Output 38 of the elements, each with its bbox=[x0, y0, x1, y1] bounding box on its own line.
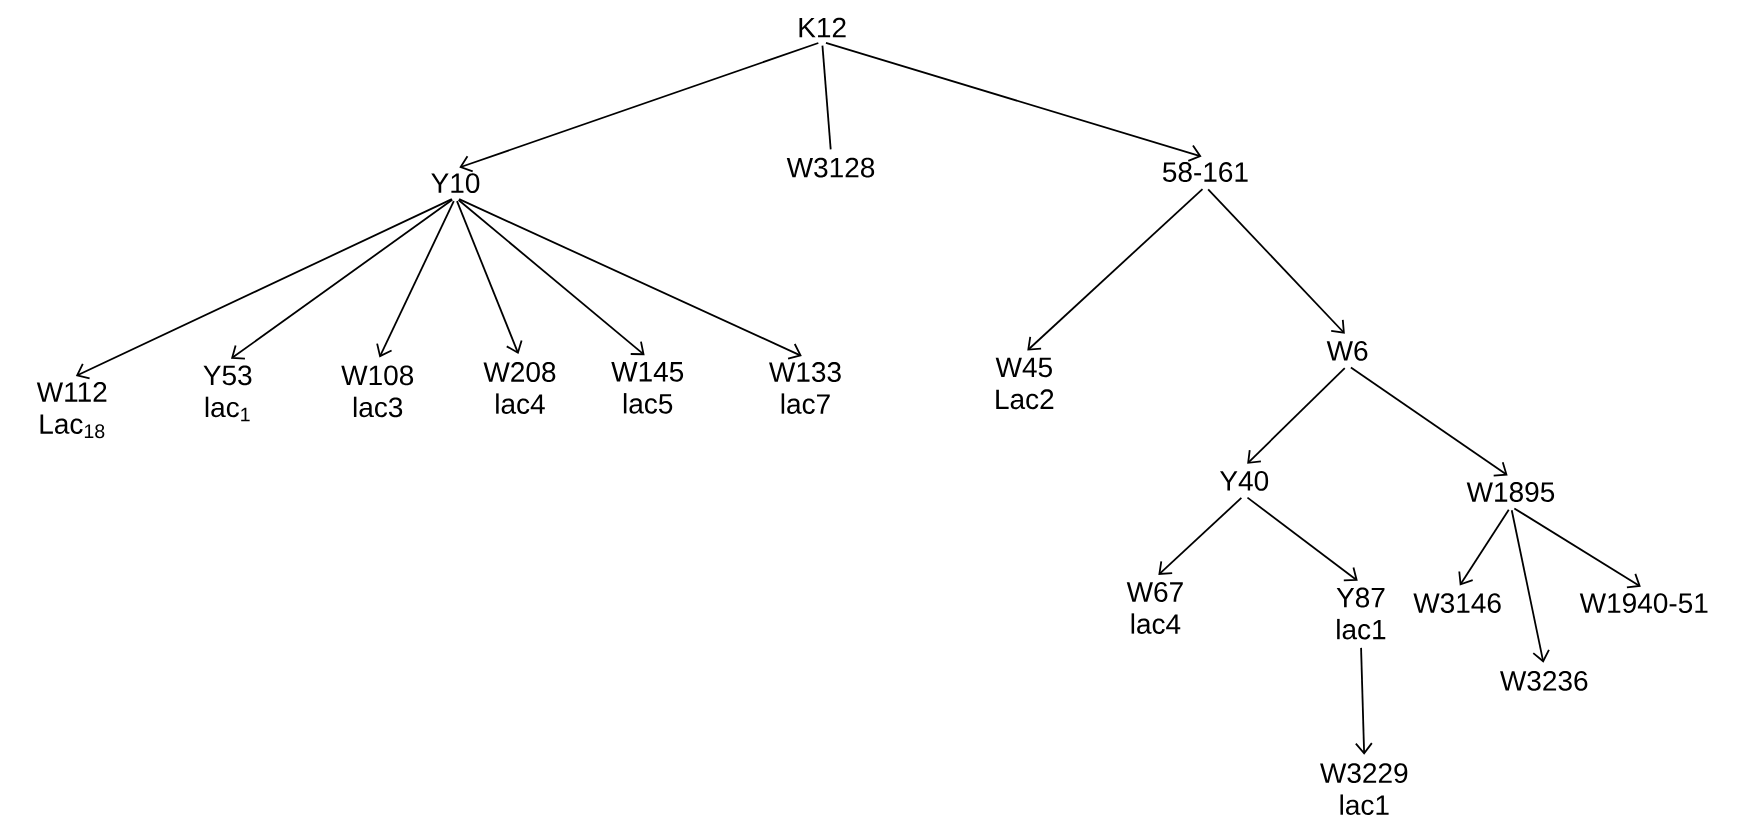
strain-label: Y10 bbox=[431, 173, 480, 194]
arrow bbox=[1158, 497, 1243, 575]
strain-label: W45 Lac2 bbox=[995, 357, 1054, 410]
strain-label: Y87 lac1 bbox=[1336, 587, 1386, 640]
arrow bbox=[1510, 509, 1550, 663]
arrow bbox=[458, 198, 802, 360]
strain-label: W1895 bbox=[1466, 482, 1555, 502]
arrow bbox=[459, 42, 820, 173]
strain-label: W67 lac4 bbox=[1126, 582, 1183, 634]
strain-label: K12 bbox=[799, 17, 846, 38]
arrow bbox=[825, 41, 1202, 162]
arrow bbox=[75, 198, 453, 380]
arrow bbox=[1207, 188, 1345, 334]
strain-label: Y53 lac$_{1}$ bbox=[203, 365, 252, 422]
strain-label: 58-161 bbox=[1162, 162, 1248, 182]
strain-label: W108 lac3 bbox=[341, 365, 414, 418]
strain-label: W3229 lac1 bbox=[1320, 763, 1408, 815]
strain-label: W6 bbox=[1326, 341, 1368, 361]
arrow bbox=[456, 200, 523, 354]
arrow bbox=[1513, 507, 1641, 589]
arrow bbox=[457, 199, 645, 356]
arrow bbox=[1354, 646, 1373, 755]
strain-label: W3128 bbox=[786, 157, 875, 178]
strain-label: W112 Lac$_{18}$ bbox=[36, 382, 107, 439]
arrow bbox=[1247, 367, 1346, 464]
arrow bbox=[1458, 508, 1510, 586]
arrow bbox=[231, 198, 454, 360]
strain-label: W133 lac7 bbox=[769, 362, 841, 414]
arrow bbox=[376, 200, 455, 358]
arrow bbox=[1246, 496, 1358, 582]
strain-label: W3146 bbox=[1413, 593, 1501, 614]
strain-label: W208 lac4 bbox=[483, 362, 556, 414]
strain-label: Y40 bbox=[1220, 470, 1269, 491]
strain-label: W3236 bbox=[1500, 670, 1588, 691]
strain-label: W145 lac5 bbox=[611, 362, 684, 414]
strain-label: W1940-51 bbox=[1579, 593, 1708, 614]
arrow bbox=[1027, 188, 1204, 351]
arrow bbox=[1350, 366, 1508, 477]
